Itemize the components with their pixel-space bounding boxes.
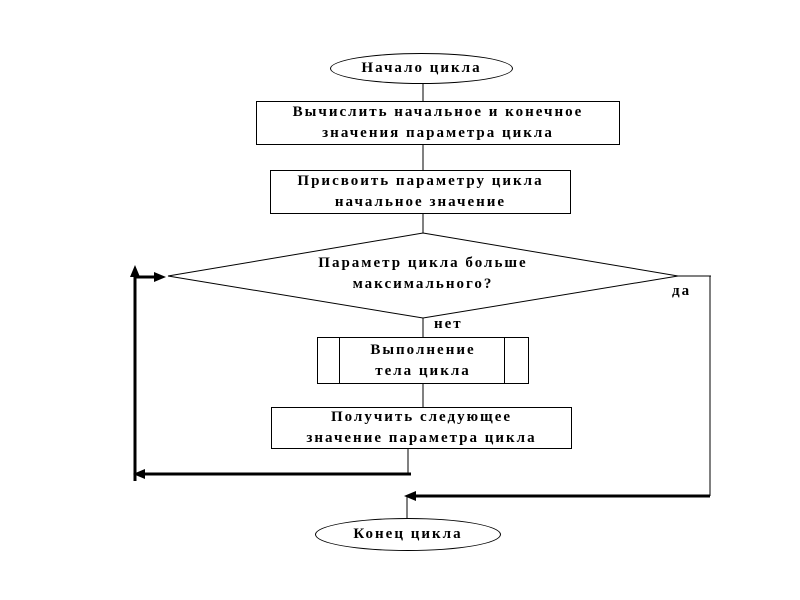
next-value-line2: значение параметра цикла <box>306 430 537 446</box>
compute-bounds-line1: Вычислить начальное и конечное <box>292 104 584 120</box>
node-start-terminator: Начало цикла <box>330 53 513 84</box>
arrowhead-left-yes-return <box>404 491 416 501</box>
branch-label-yes: да <box>672 283 692 299</box>
node-end-terminator: Конец цикла <box>315 518 501 551</box>
node-process-assign-initial: Присвоить параметру цикла начальное знач… <box>270 170 571 214</box>
node-process-next-value: Получить следующее значение параметра ци… <box>271 407 572 449</box>
next-value-line1: Получить следующее <box>330 409 513 425</box>
compute-bounds-line2: значения параметра цикла <box>322 125 554 141</box>
loop-body-line2: тела цикла <box>375 362 471 379</box>
arrowhead-right-into-diamond <box>154 272 166 282</box>
condition-line2: максимального? <box>352 276 494 292</box>
predefined-right-bar <box>504 338 505 383</box>
start-label: Начало цикла <box>361 60 482 76</box>
predefined-left-bar <box>339 338 340 383</box>
loop-body-line1: Выполнение <box>370 341 476 358</box>
arrowhead-left-loopback <box>133 469 145 479</box>
assign-initial-line1: Присвоить параметру цикла <box>297 173 544 189</box>
arrowhead-up-loopback <box>130 265 140 277</box>
condition-line1: Параметр цикла больше <box>318 255 528 271</box>
decision-diamond <box>167 232 679 319</box>
node-decision-condition: Параметр цикла больше максимального? <box>273 252 573 296</box>
node-process-compute-bounds: Вычислить начальное и конечное значения … <box>256 101 620 145</box>
assign-initial-line2: начальное значение <box>334 194 507 210</box>
end-label: Конец цикла <box>353 526 463 542</box>
branch-label-no: нет <box>434 316 463 332</box>
node-predefined-loop-body: Выполнение тела цикла <box>317 337 529 384</box>
